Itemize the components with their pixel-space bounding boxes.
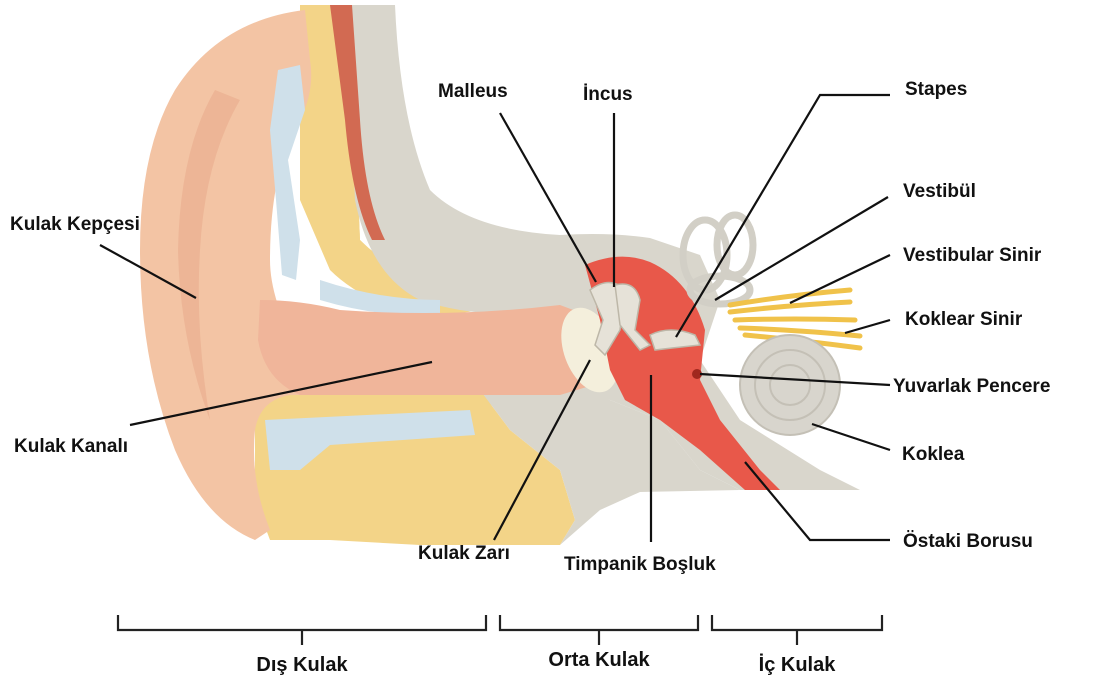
- label-incus: İncus: [583, 84, 633, 105]
- label-ostaki-borusu: Östaki Borusu: [903, 531, 1033, 552]
- section-dis-kulak: Dış Kulak: [256, 654, 348, 676]
- leader-koklea: [812, 424, 890, 450]
- label-timpanik-bosluk: Timpanik Boşluk: [564, 554, 716, 575]
- label-kulak-kanali: Kulak Kanalı: [14, 436, 128, 457]
- section-brackets: [118, 615, 882, 645]
- label-vestibular-sinir: Vestibular Sinir: [903, 245, 1042, 266]
- leader-vestibular-sinir: [790, 255, 890, 303]
- section-labels: Dış Kulak Orta Kulak İç Kulak: [256, 649, 836, 676]
- cartilage-upper: [270, 65, 305, 280]
- label-koklea: Koklea: [902, 444, 965, 465]
- ear-canal: [258, 300, 610, 395]
- section-ic-kulak: İç Kulak: [759, 653, 837, 676]
- label-kulak-kepcesi: Kulak Kepçesi: [10, 214, 140, 235]
- label-stapes: Stapes: [905, 79, 967, 100]
- bracket-dis-kulak: [118, 615, 486, 630]
- label-yuvarlak-pencere: Yuvarlak Pencere: [893, 376, 1050, 397]
- bracket-ic-kulak: [712, 615, 882, 630]
- label-vestibul: Vestibül: [903, 181, 976, 202]
- label-kulak-zari: Kulak Zarı: [418, 543, 510, 564]
- label-koklear-sinir: Koklear Sinir: [905, 309, 1023, 330]
- bracket-orta-kulak: [500, 615, 698, 630]
- section-orta-kulak: Orta Kulak: [548, 649, 650, 671]
- label-malleus: Malleus: [438, 81, 508, 102]
- leader-vestibul: [715, 197, 888, 300]
